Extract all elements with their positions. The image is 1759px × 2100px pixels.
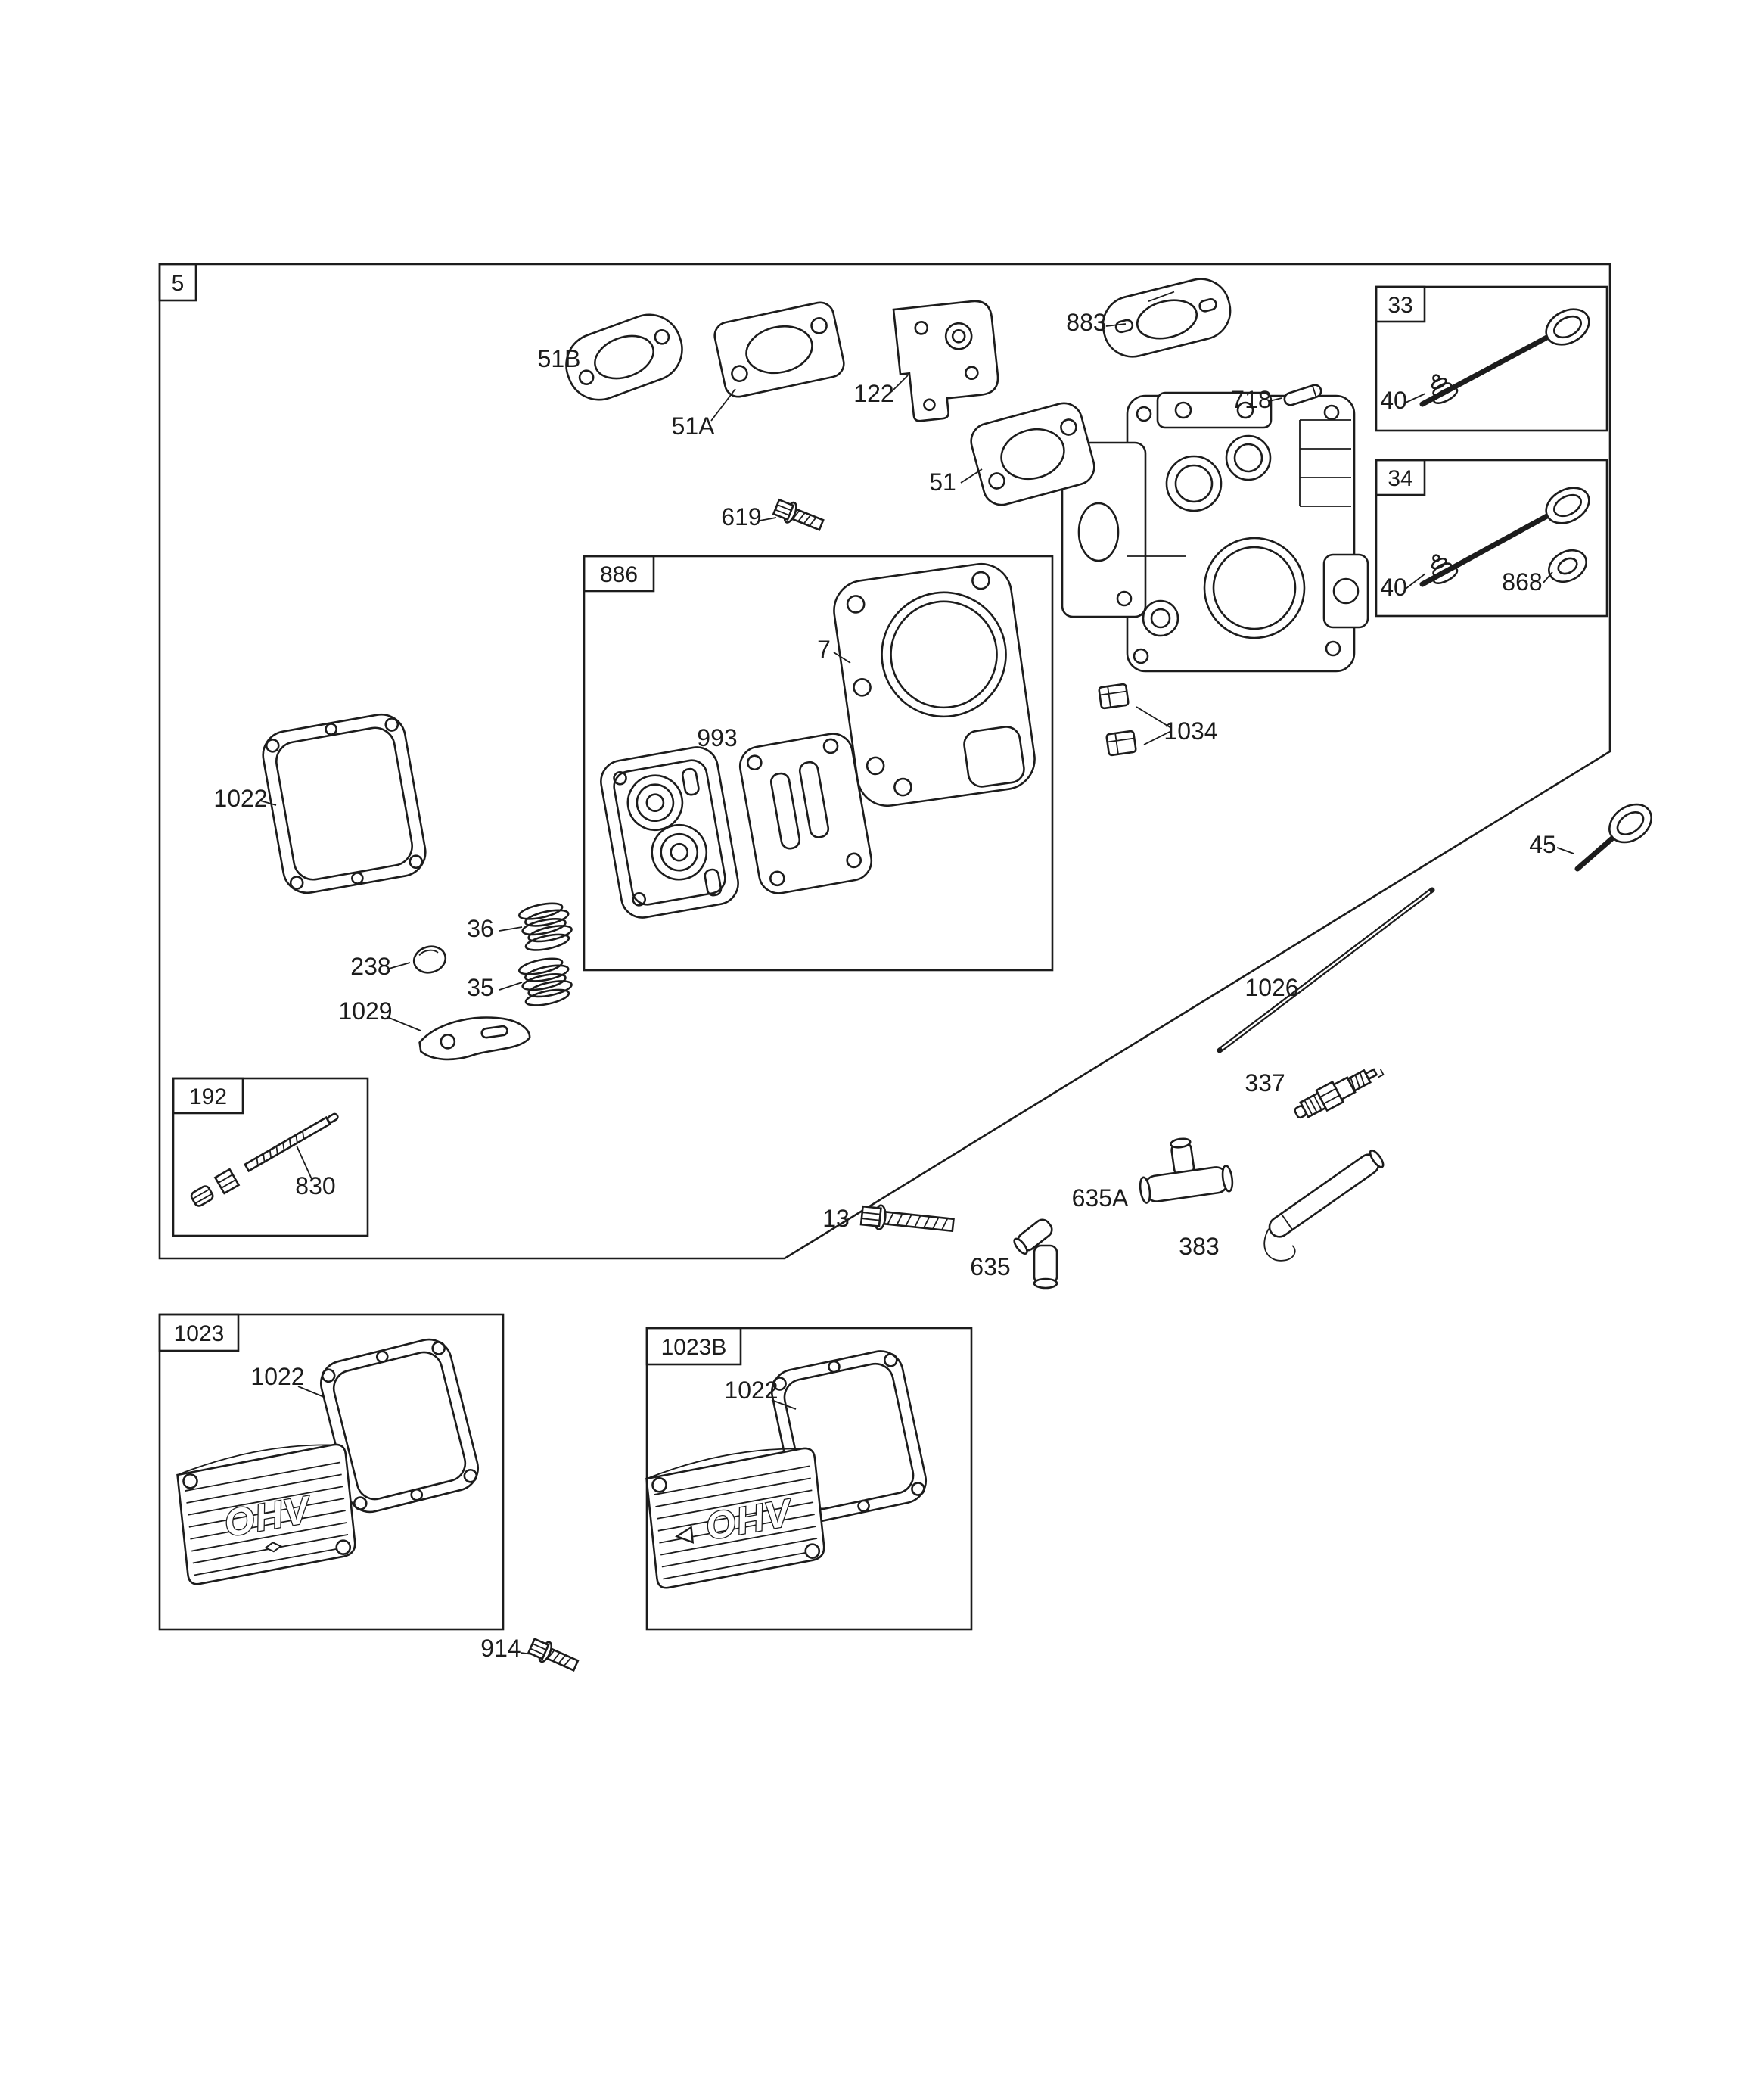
bolt-13 bbox=[859, 1204, 955, 1233]
frame-group-886: 886 bbox=[583, 555, 1054, 972]
elbow-fitting-635 bbox=[1013, 1218, 1058, 1290]
frame-group-192: 192 bbox=[172, 1077, 369, 1237]
callout-122: 122 bbox=[853, 380, 893, 407]
callout-40-exhaust: 40 bbox=[1380, 574, 1407, 601]
retainer-clip-1034-b bbox=[1105, 730, 1137, 757]
valve-cover-gasket-1022-a bbox=[320, 1338, 479, 1514]
callout-337: 337 bbox=[1245, 1069, 1285, 1097]
callout-868: 868 bbox=[1502, 568, 1542, 596]
heat-shield-plate-122 bbox=[892, 300, 999, 422]
breather-plate-993 bbox=[600, 746, 739, 919]
valve-spring-35 bbox=[517, 957, 573, 1006]
valve-spring-36 bbox=[517, 902, 573, 951]
carburetor-gasket-883 bbox=[1102, 278, 1232, 358]
callout-40-intake: 40 bbox=[1380, 387, 1407, 414]
callout-383: 383 bbox=[1179, 1233, 1219, 1260]
callout-labels: 51B 51A 122 883 718 51 619 40 40 868 7 9… bbox=[213, 309, 1555, 1662]
callout-35: 35 bbox=[467, 974, 494, 1001]
callout-993: 993 bbox=[697, 724, 737, 751]
callout-635: 635 bbox=[970, 1253, 1010, 1280]
gasket-51 bbox=[970, 402, 1095, 506]
intake-valve-assembly bbox=[1419, 308, 1590, 407]
group-label-34: 34 bbox=[1388, 466, 1412, 491]
tee-fitting-635a bbox=[1139, 1137, 1234, 1204]
callout-1034: 1034 bbox=[1164, 717, 1217, 745]
gasket-51b bbox=[565, 313, 683, 401]
callout-1022-cover1: 1022 bbox=[250, 1363, 304, 1390]
leader-lines bbox=[259, 323, 1574, 1655]
group-label-192: 192 bbox=[189, 1084, 227, 1109]
spark-plug-337 bbox=[1294, 1068, 1385, 1119]
callout-13: 13 bbox=[822, 1205, 850, 1232]
callout-51: 51 bbox=[929, 468, 956, 496]
callout-45: 45 bbox=[1529, 831, 1556, 858]
gasket-51a bbox=[713, 301, 845, 398]
head-gasket-7 bbox=[833, 562, 1036, 807]
frame-group-1023: 1023 bbox=[158, 1313, 505, 1631]
breather-gasket-993 bbox=[738, 733, 873, 894]
group-label-1023B: 1023B bbox=[661, 1335, 727, 1360]
group-label-5: 5 bbox=[172, 271, 185, 296]
callout-619: 619 bbox=[721, 503, 761, 530]
frame-group-5: 5 bbox=[158, 263, 1611, 1260]
valve-spring-cap-40-intake bbox=[1431, 374, 1459, 404]
cylinder-head-part bbox=[1061, 391, 1369, 673]
frame-group-34: 34 bbox=[1375, 459, 1608, 618]
callout-914: 914 bbox=[480, 1635, 521, 1662]
valve-seal-868 bbox=[1548, 549, 1587, 583]
valve-45 bbox=[1574, 803, 1652, 872]
breather-tube-383 bbox=[1263, 1149, 1385, 1262]
screw-619 bbox=[772, 498, 825, 531]
group-label-886: 886 bbox=[600, 562, 638, 587]
callout-51A: 51A bbox=[672, 412, 716, 440]
group-label-33: 33 bbox=[1388, 293, 1412, 318]
callout-36: 36 bbox=[467, 915, 494, 942]
callout-1029: 1029 bbox=[338, 997, 392, 1025]
callout-1022-cover2: 1022 bbox=[724, 1377, 778, 1404]
dowel-pin-718 bbox=[1283, 384, 1322, 406]
valve-cover-1023: OHV bbox=[176, 1443, 356, 1585]
valve-cover-1023b: OHV bbox=[645, 1447, 825, 1589]
callout-635A: 635A bbox=[1072, 1184, 1129, 1212]
cover-emblem-1023 bbox=[264, 1542, 283, 1553]
valve-cover-gasket-1022-head bbox=[262, 713, 427, 894]
adjuster-assembly-830 bbox=[190, 1112, 339, 1207]
callout-883: 883 bbox=[1066, 309, 1106, 336]
frame-group-33: 33 bbox=[1375, 285, 1608, 432]
retainer-clip-1034-a bbox=[1098, 683, 1130, 710]
callout-1022-head: 1022 bbox=[213, 785, 267, 812]
screw-914 bbox=[527, 1637, 580, 1672]
callout-7: 7 bbox=[817, 636, 831, 663]
callout-238: 238 bbox=[350, 953, 390, 980]
valve-spring-cap-40-exhaust bbox=[1431, 554, 1459, 584]
rocker-guard-1029 bbox=[418, 1016, 531, 1061]
cover-arrow-emblem-1023b bbox=[675, 1526, 695, 1544]
push-rod-1026 bbox=[1217, 887, 1435, 1053]
callout-830: 830 bbox=[295, 1172, 335, 1199]
group-label-1023: 1023 bbox=[174, 1321, 225, 1346]
callout-718: 718 bbox=[1231, 386, 1271, 413]
callout-1026: 1026 bbox=[1245, 974, 1298, 1001]
callout-51B: 51B bbox=[538, 345, 581, 372]
exhaust-valve-assembly bbox=[1419, 487, 1590, 587]
cap-238 bbox=[412, 945, 447, 974]
